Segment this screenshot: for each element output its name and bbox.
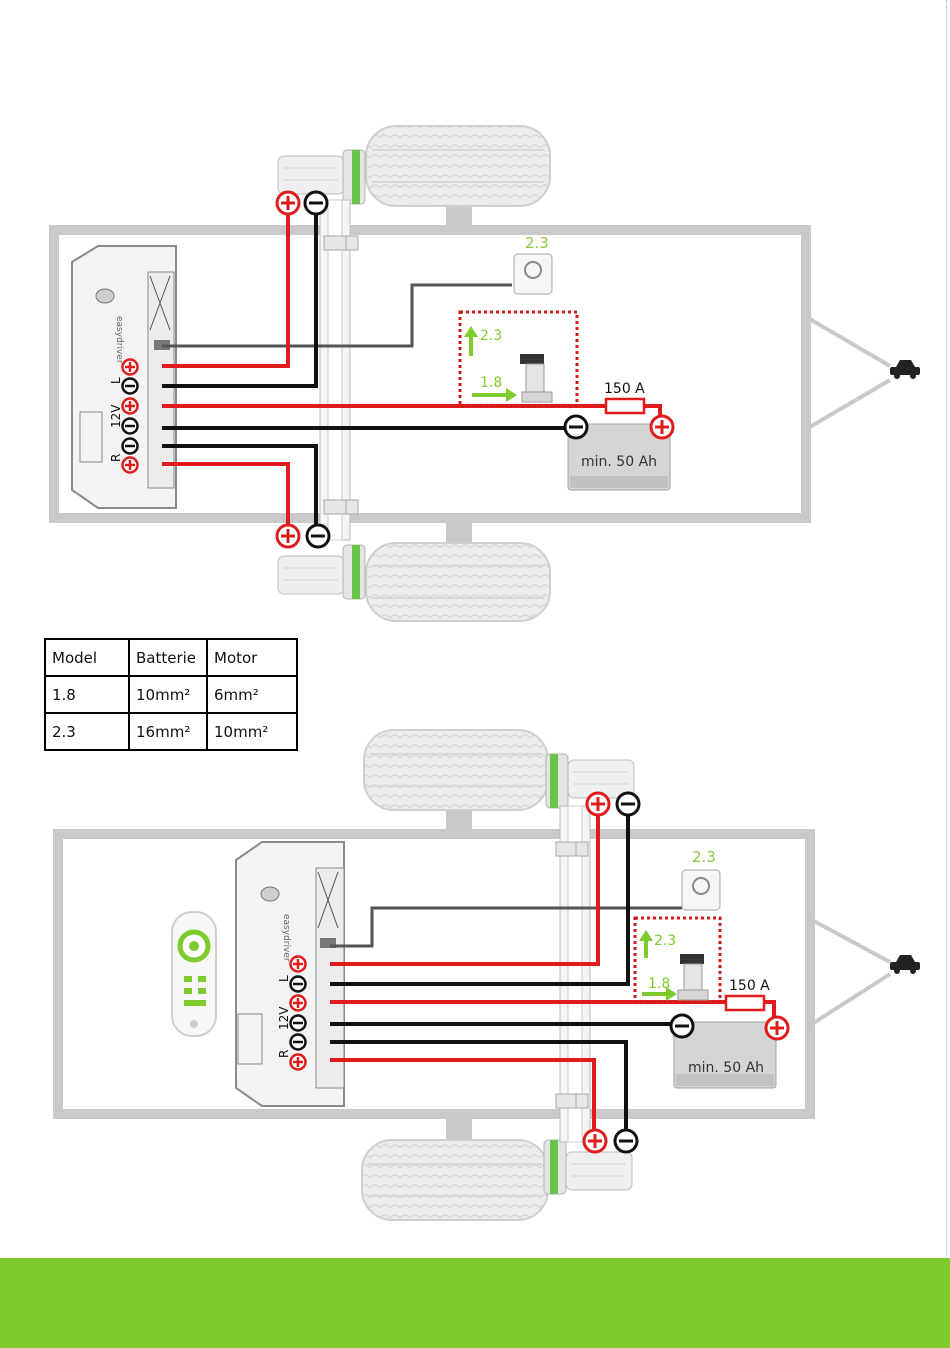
footer-band [0,1258,950,1348]
wire-motor-bottom-pos [162,464,288,535]
main-switch-2: 2.3 [682,848,720,910]
arrow-up-icon [464,326,478,356]
arrow-up-icon-2 [639,930,653,958]
switch-model-label: 2.3 [525,234,549,252]
fuse [606,399,644,413]
battery-label-2: min. 50 Ah [688,1060,764,1076]
relay [520,354,552,402]
relay-up-label-2: 2.3 [654,933,676,949]
tyre-bottom-2 [362,1140,548,1220]
control-unit-2: easydriver [236,842,344,1106]
table-row: 2.3 16mm² 10mm² [45,713,297,750]
main-switch: 2.3 [514,234,552,294]
pin-label-r: R [109,454,123,462]
relay-box [460,312,577,406]
diagram-2: easydriver L 12V R [58,730,920,1220]
svg-text:easydriver: easydriver [281,914,291,962]
axle-stub-bottom [446,520,472,544]
diagram-1: easydriver L 12V [54,126,920,621]
header-motor: Motor [207,639,297,676]
tyre-top-2 [364,730,548,810]
car-icon [890,360,920,379]
pin-label-r-2: R [277,1050,291,1058]
cable-spec-table: Model Batterie Motor 1.8 10mm² 6mm² 2.3 … [44,638,298,751]
cross-rail-2 [556,806,590,1142]
relay-up-label: 2.3 [480,328,502,344]
car-icon-2 [890,955,920,974]
cross-rail [320,200,358,540]
svg-text:easydriver: easydriver [114,316,124,364]
table-row: 1.8 10mm² 6mm² [45,676,297,713]
fuse-label-2: 150 A [729,978,770,994]
pin-label-12v-2: 12V [277,1006,291,1030]
motor-bottom-terminals [277,525,329,547]
motor-top-terminals [277,192,327,214]
motor-bottom-terminals-2 [584,1130,637,1152]
header-model: Model [45,639,129,676]
battery-label: min. 50 Ah [581,454,657,470]
fuse-2 [726,996,764,1010]
switch-model-label-2: 2.3 [692,848,716,866]
cell-battery: 16mm² [129,713,207,750]
cell-motor: 6mm² [207,676,297,713]
drawbar-upper [808,318,890,366]
drawbar-upper-2 [812,920,890,962]
wiring-diagram: easydriver L 12V [0,0,950,1258]
cell-motor: 10mm² [207,713,297,750]
tyre-top [366,126,550,206]
cell-model: 2.3 [45,713,129,750]
remote-control [172,912,216,1036]
pin-label-l-2: L [277,975,291,982]
drawbar-lower-2 [812,974,890,1024]
pin-label-l: L [109,377,123,384]
pin-label-12v: 12V [109,404,123,428]
motor-bottom [278,545,365,599]
relay-2 [678,954,708,1000]
fuse-label: 150 A [604,381,645,397]
cell-battery: 10mm² [129,676,207,713]
header-battery: Batterie [129,639,207,676]
drawbar-lower [808,380,890,428]
table-header-row: Model Batterie Motor [45,639,297,676]
tyre-bottom [366,543,550,621]
cell-model: 1.8 [45,676,129,713]
relay-arrow-label: 1.8 [480,375,502,391]
